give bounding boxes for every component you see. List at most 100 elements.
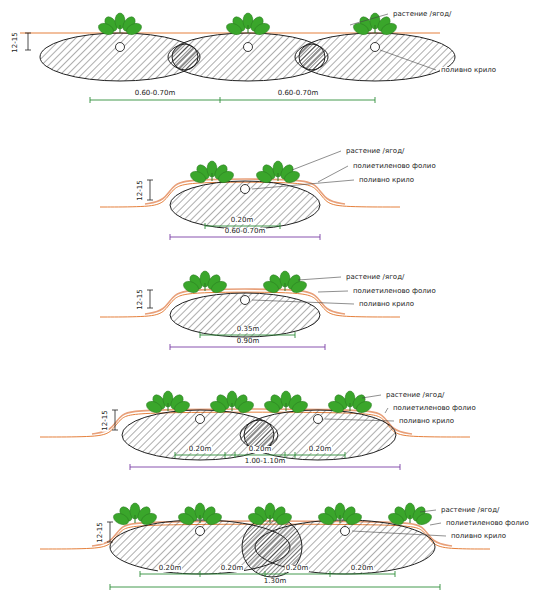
dimension-tick	[140, 571, 141, 577]
leader-line	[380, 50, 436, 70]
drip-line	[196, 527, 205, 536]
strawberry-plant	[317, 503, 364, 527]
callout-label: полиетиленово фолио	[352, 163, 437, 170]
callout-label: растение /ягод/	[392, 11, 452, 18]
dimension-label: 0.20m	[158, 565, 182, 572]
dimension-label: 0.20m	[285, 565, 309, 572]
dimension-tick	[25, 50, 31, 51]
wetted-zone	[295, 33, 455, 81]
dimension-tick	[225, 452, 226, 458]
dimension-label: 0.20m	[188, 446, 212, 453]
leader-line	[325, 419, 394, 421]
dimension-tick	[205, 223, 206, 229]
leader-line	[350, 14, 388, 25]
drip-line	[241, 185, 250, 194]
drip-line	[244, 43, 253, 52]
dimension-label: 0.90m	[236, 338, 260, 345]
dimension-tick	[147, 290, 153, 291]
callout-label: растение /ягод/	[345, 148, 405, 155]
height-label: 12-15	[12, 31, 19, 53]
drip-line	[314, 415, 323, 424]
dimension-tick	[295, 452, 296, 458]
strawberry-plant	[255, 161, 302, 185]
height-dimension	[150, 290, 151, 308]
height-dimension	[110, 522, 111, 542]
strawberry-plant	[263, 391, 310, 415]
dimension-label: 0.60-0.70m	[224, 228, 267, 235]
dimension-tick	[220, 97, 221, 103]
dimension-tick	[265, 571, 266, 577]
callout-label: поливно крило	[358, 177, 415, 184]
dimension-line	[170, 237, 320, 238]
dimension-tick	[325, 344, 326, 350]
strawberry-plant	[112, 503, 159, 527]
dimension-label: 0.20m	[230, 217, 254, 224]
strawberry-plant	[327, 391, 374, 415]
height-label: 12-15	[137, 179, 144, 201]
dimension-label: 0.20m	[248, 446, 272, 453]
dimension-tick	[147, 200, 153, 201]
leader-line	[420, 510, 436, 512]
drip-line	[241, 296, 250, 305]
dimension-tick	[200, 571, 201, 577]
strawberry-plant	[145, 391, 192, 415]
dimension-tick	[110, 584, 111, 590]
leader-line	[298, 277, 341, 280]
wetted-zone	[240, 410, 396, 460]
dimension-tick	[147, 180, 153, 181]
drip-line	[341, 527, 350, 536]
leader-line	[362, 395, 381, 398]
strawberry-plant	[97, 13, 144, 37]
dimension-line	[130, 467, 400, 468]
height-label: 12-15	[102, 409, 109, 431]
dimension-line	[170, 347, 325, 348]
leader-line	[252, 300, 354, 304]
callout-label: полиетиленово фолио	[352, 288, 437, 295]
dimension-tick	[90, 97, 91, 103]
dimension-tick	[395, 571, 396, 577]
callout-label: растение /ягод/	[385, 392, 445, 399]
dimension-tick	[330, 571, 331, 577]
dimension-tick	[345, 452, 346, 458]
leader-line	[430, 523, 441, 525]
strawberry-plant	[209, 391, 256, 415]
dimension-line	[200, 335, 295, 336]
dimension-tick	[147, 308, 153, 309]
callout-label: полиетиленово фолио	[392, 405, 477, 412]
dimension-label: 1.00-1.10m	[244, 458, 287, 465]
dimension-line	[175, 455, 345, 456]
wetted-zone	[168, 33, 328, 81]
drip-line	[196, 415, 205, 424]
wetted-zone	[40, 33, 200, 81]
strawberry-plant	[247, 503, 294, 527]
callout-label: поливно крило	[358, 301, 415, 308]
wetted-zone	[170, 293, 320, 337]
dimension-tick	[107, 522, 113, 523]
overlap-zone	[299, 44, 325, 70]
strawberry-plant	[182, 271, 229, 295]
dimension-tick	[400, 464, 401, 470]
dimension-label: 1.30m	[263, 578, 287, 585]
callout-label: растение /ягод/	[345, 274, 405, 281]
strawberry-plant	[262, 271, 309, 295]
strawberry-plant	[387, 503, 434, 527]
dimension-label: 0.20m	[350, 565, 374, 572]
callout-label: поливно крило	[450, 533, 507, 540]
leader-line	[318, 166, 348, 182]
leader-line	[292, 151, 341, 170]
height-dimension	[115, 410, 116, 430]
height-label: 12-15	[97, 521, 104, 543]
dimension-tick	[170, 344, 171, 350]
height-label: 12-15	[137, 288, 144, 310]
callout-label: поливно крило	[398, 418, 455, 425]
callout-label: поливно крило	[440, 67, 497, 74]
callout-label: растение /ягод/	[440, 507, 500, 514]
dimension-tick	[175, 452, 176, 458]
dimension-label: 0.60-0.70m	[277, 90, 320, 97]
dimension-label: 0.60-0.70m	[134, 90, 177, 97]
dimension-label: 0.35m	[236, 326, 260, 333]
dimension-tick	[130, 464, 131, 470]
dimension-line	[110, 587, 440, 588]
dimension-tick	[200, 332, 201, 338]
strawberry-plant	[177, 503, 224, 527]
